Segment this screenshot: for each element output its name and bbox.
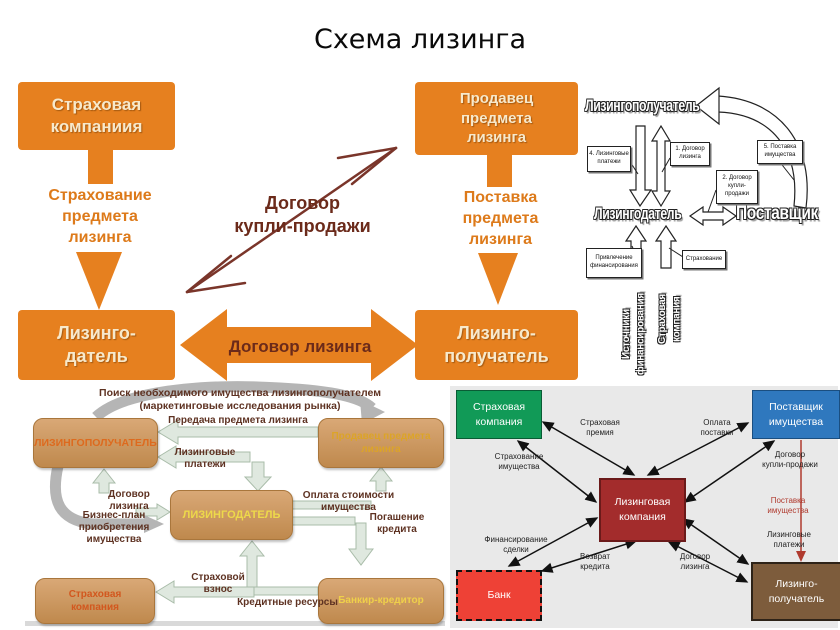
flow-lessee-box: ЛИЗИНГОПОЛУЧАТЕЛЬ [33, 418, 158, 468]
flow-top-note: Поиск необходимого имущества лизингополу… [99, 387, 381, 412]
bw-vertical-insurance-company: Страховая компания [657, 294, 683, 345]
bw-box-insurance: Страхование [682, 250, 726, 269]
gray-purchase-label: Договор купли-продажи [762, 450, 818, 470]
gray-supplier-box: Поставщик имущества [752, 390, 840, 439]
gray-lessee-box: Лизинго- получатель [751, 562, 840, 621]
flow-insurer-box: Страховая компания [35, 578, 155, 624]
flow-business-plan-label: Бизнес-план приобретения имущества [78, 510, 150, 545]
insurance-label: Страхование предмета лизинга [48, 187, 152, 246]
gray-insurer-box: Страховая компания [456, 390, 542, 439]
bw-supplier-title: Поставщик [736, 203, 818, 224]
flow-contract-label: Договор лизинга [108, 489, 150, 512]
purchase-contract-label: Договор купли-продажи [234, 193, 371, 236]
page-title: Схема лизинга [313, 24, 527, 55]
flow-payments-label: Лизинговые платежи [174, 447, 236, 470]
flow-diagram-arrows [91, 419, 394, 604]
gray-bank-box: Банк [456, 570, 542, 621]
bw-box-financing: Привлечение финансирования [586, 248, 642, 278]
flow-banker-box: Банкир-кредитор [318, 578, 444, 624]
leasing-contract-double-arrow [180, 309, 418, 381]
flow-lessor-box: ЛИЗИНГОДАТЕЛЬ [170, 490, 293, 540]
bw-vertical-funding-sources: Источники финансирования [621, 293, 647, 376]
bw-lessee-title: Лизингополучатель [585, 96, 700, 115]
bw-box-5-delivery: 5. Поставка имущества [757, 140, 803, 164]
flow-diagram-bottom-strip [25, 621, 445, 626]
gray-diagram-arrows [507, 421, 776, 583]
delivery-red-arrow [796, 440, 806, 562]
bw-box-1-leasing-contract: 1. Договор лизинга [670, 142, 710, 166]
insurance-company-box: Страховая компаниия [18, 82, 175, 150]
seller-box: Продавец предмета лизинга [415, 82, 578, 155]
insurance-connector-arrow [76, 148, 122, 310]
purchase-contract-thin-arrow [185, 146, 398, 294]
bw-box-2-purchase: 2. Договор купли- продажи [716, 170, 758, 204]
lessee-box: Лизинго- получатель [415, 310, 578, 380]
delivery-connector-arrow [478, 153, 518, 305]
gray-leasing-contract-label: Договор лизинга [679, 552, 711, 572]
leasing-contract-label: Договор лизинга [228, 337, 372, 356]
flow-repay-label: Погашение кредита [369, 512, 425, 535]
bw-box-4-leasing-payments: 4. Лизинговые платежи [587, 146, 631, 172]
gray-leasing-company-box: Лизинговая компания [599, 478, 686, 542]
flow-insurance-fee-label: Страховой взнос [191, 572, 245, 595]
delivery-label: Поставка предмета лизинга [462, 189, 539, 248]
gray-financing-label: Финансирование сделки [484, 535, 548, 555]
flow-credit-resources-label: Кредитные ресурсы [237, 597, 338, 608]
flow-seller-box: Продавец предмета лизинга [318, 418, 444, 468]
gray-payment-label: Оплата поставки [700, 418, 734, 438]
flow-transfer-label: Передача предмета лизинга [168, 415, 308, 426]
gray-insuring-label: Страхование имущества [494, 452, 544, 472]
gray-premium-label: Страховая премия [580, 418, 620, 438]
bw-lessor-title: Лизингодатель [594, 204, 682, 223]
flow-cost-label: Оплата стоимости имущества [302, 490, 395, 513]
lessor-box: Лизинго- датель [18, 310, 175, 380]
gray-delivery-label: Поставка имущества [767, 496, 809, 516]
gray-leasing-payments-label: Лизинговые платежи [767, 530, 811, 550]
gray-credit-return-label: Возврат кредита [580, 552, 610, 572]
